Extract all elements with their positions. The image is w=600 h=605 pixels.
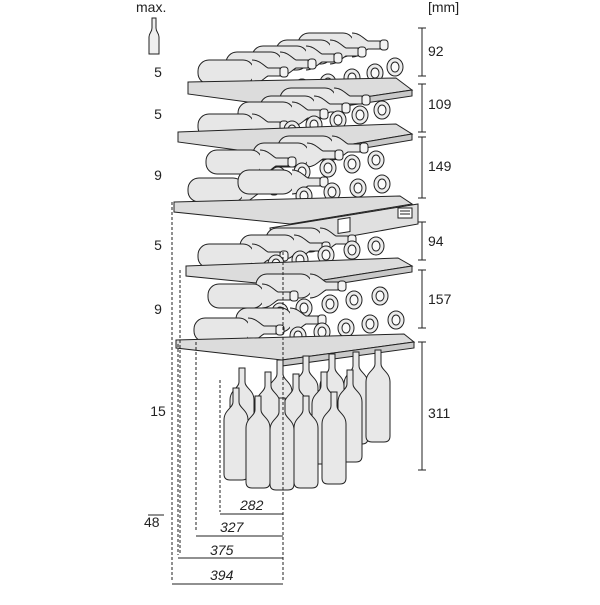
bottle-count-shelf-3: 9 bbox=[154, 167, 162, 183]
bottle-count-shelf-2: 5 bbox=[154, 106, 162, 122]
width-327: 327 bbox=[220, 519, 244, 535]
height-dimension-lines bbox=[418, 27, 426, 471]
bottle-count-total: 48 bbox=[144, 514, 160, 530]
height-shelf-2: 109 bbox=[428, 96, 452, 112]
height-shelf-3: 149 bbox=[428, 158, 452, 174]
height-shelf-1: 92 bbox=[428, 43, 444, 59]
width-282: 282 bbox=[240, 497, 264, 513]
height-shelf-5: 157 bbox=[428, 291, 452, 307]
dimension-guides bbox=[171, 202, 284, 582]
standing-bottles bbox=[223, 349, 391, 491]
height-shelf-4: 94 bbox=[428, 233, 444, 249]
shelf-3 bbox=[173, 135, 414, 225]
width-375: 375 bbox=[210, 542, 234, 558]
width-dimension-lines bbox=[148, 513, 283, 585]
bottle-count-shelf-1: 5 bbox=[154, 64, 162, 80]
height-standing: 311 bbox=[428, 405, 451, 421]
shelf-5 bbox=[175, 273, 416, 367]
max-label: max. bbox=[136, 0, 167, 15]
bottle-count-standing: 15 bbox=[150, 403, 166, 419]
bottle-count-shelf-4: 5 bbox=[154, 237, 162, 253]
bottle-count-shelf-5: 9 bbox=[154, 301, 162, 317]
bottle-icon bbox=[148, 17, 160, 55]
width-394: 394 bbox=[210, 567, 234, 583]
unit-label: [mm] bbox=[428, 0, 460, 15]
